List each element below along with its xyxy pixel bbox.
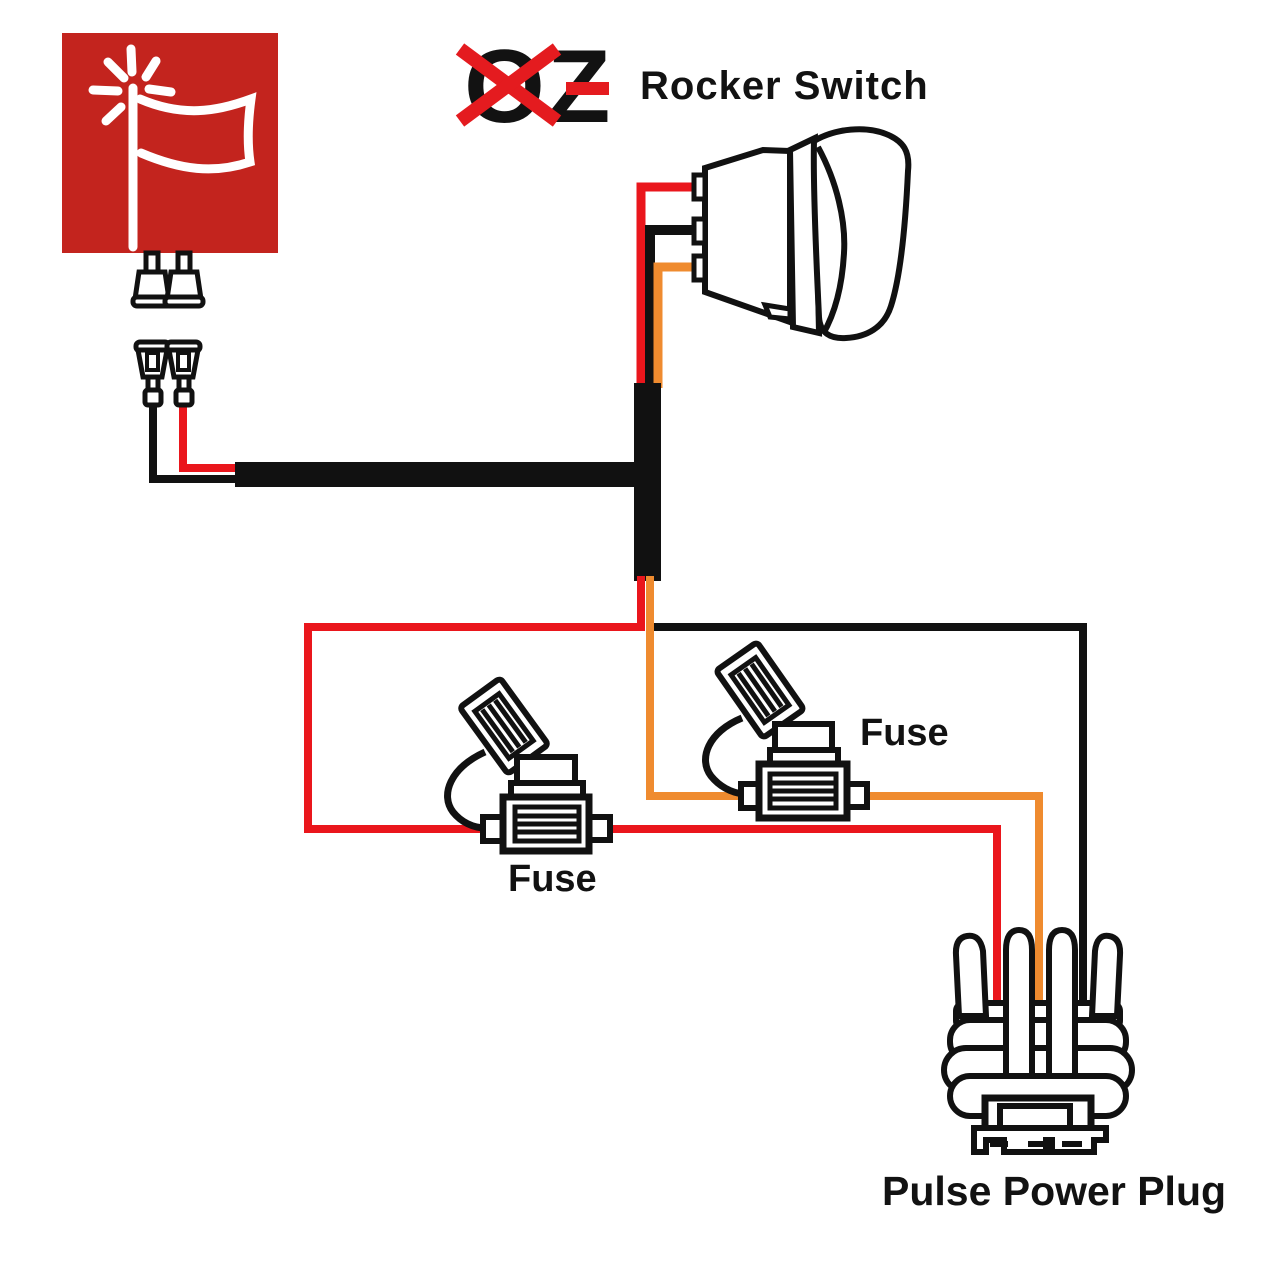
bullet-connectors-male (130, 250, 206, 309)
fuse-holder-left (480, 754, 613, 855)
label-fuse-right: Fuse (860, 712, 949, 754)
plug-seal-prong-left (952, 932, 990, 1019)
flag-ray-e (144, 84, 176, 97)
bullet-connector-male-left (130, 250, 174, 309)
rocker-switch-illustration (691, 126, 912, 342)
wire-red-connector-to-bundle (179, 396, 240, 472)
plug-base (971, 1125, 1109, 1155)
switch-terminal-tab-1 (691, 172, 708, 202)
brand-mark: OZ (455, 29, 610, 145)
brand-logo-box (62, 33, 278, 253)
fuse-holder-right (738, 721, 870, 822)
switch-terminal-tab-3 (691, 253, 708, 283)
pulse-power-plug-illustration (941, 926, 1135, 1155)
plug-prong-center-right (1046, 926, 1078, 1079)
flag-icon (88, 44, 257, 252)
fuse-cartridge-icon-left (458, 676, 550, 776)
fuse-pigtail-wire-right (702, 714, 745, 798)
plug-seal-prong-right (1088, 932, 1124, 1019)
brand-cross-icon-2 (455, 43, 562, 127)
label-fuse-left: Fuse (508, 858, 597, 900)
plug-prong-center-left (1003, 926, 1035, 1079)
wire-black-connector-to-bundle (149, 396, 240, 483)
switch-housing (702, 146, 793, 327)
flag-banner (135, 92, 257, 174)
wire-orange-junction-to-fuse (646, 576, 747, 800)
fuse-pigtail-wire-left (444, 748, 487, 832)
wire-red-junction-to-fuse (304, 576, 645, 833)
bullet-connectors-female (133, 339, 203, 408)
wire-red-switch-lead (636, 182, 704, 388)
switch-terminal-tab-2 (691, 216, 708, 246)
wire-black-switch-lead (645, 225, 704, 388)
logo-red-square (62, 33, 278, 253)
product-title: Rocker Switch (640, 64, 929, 108)
label-pulse-power-plug: Pulse Power Plug (882, 1168, 1227, 1214)
flag-ray-w (88, 85, 123, 96)
plug-base-slot-2 (1028, 1141, 1043, 1147)
flag-ray-ne (141, 56, 161, 82)
brand-dash-icon (566, 82, 609, 95)
flag-ray-sw (101, 102, 126, 126)
harness-bundle-horizontal (235, 462, 661, 487)
wire-orange-fuse-to-plug (861, 792, 1043, 1008)
flag-ray-n (126, 44, 137, 77)
fuse-assembly-right (702, 640, 870, 822)
switch-rocker-curve (815, 145, 848, 336)
flag-ray-nw (103, 57, 129, 83)
wire-orange-switch-lead (653, 262, 704, 388)
bullet-connector-female-right (164, 339, 203, 408)
bullet-connector-male-right (162, 250, 206, 309)
switch-housing-foot (760, 301, 793, 322)
plug-base-slot-3 (1062, 1141, 1082, 1147)
wire-red-fuse-to-plug (603, 825, 1001, 1008)
bullet-connector-female-left (133, 339, 172, 408)
plug-base-slot-1 (990, 1141, 1008, 1147)
wire-black-junction-to-plug (646, 623, 1087, 1008)
fuse-assembly-left (444, 676, 613, 855)
